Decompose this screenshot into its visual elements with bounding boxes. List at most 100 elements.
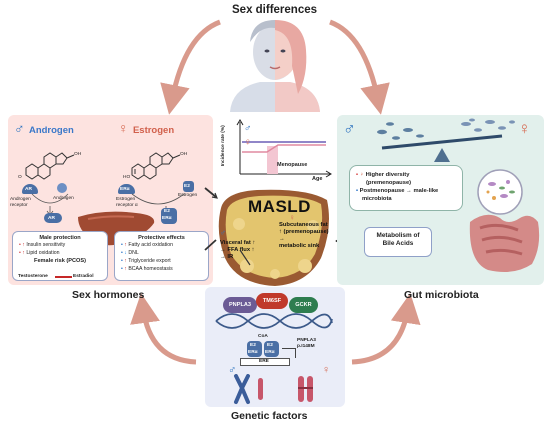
arrow-top-left — [160, 19, 221, 115]
masld-female-line: ↑ (premenopause) — [279, 229, 329, 235]
male-symbol: ♂ — [14, 120, 25, 136]
bile-acids-line2: Bile Acids — [382, 240, 414, 247]
male-protection-title: Male protection — [39, 235, 81, 241]
bile-acids-line1: Metabolism of — [376, 232, 420, 239]
androgen-title: Androgen — [28, 125, 74, 136]
intestine-illustration — [469, 169, 540, 272]
protective-effect-text: Fatty acid oxidation — [128, 242, 174, 248]
pnpla3-gene-badge: PNPLA3 — [223, 297, 257, 313]
title-gut-microbiota: Gut microbiota — [404, 289, 479, 301]
protective-effects-title: Protective effects — [138, 235, 185, 241]
masld-male-line: → IR — [220, 254, 234, 260]
up-arrow-icon: ↑ — [22, 242, 25, 248]
estrogen-receptor-line1: Estrogen — [116, 197, 136, 202]
coa-label: CoA — [258, 334, 268, 339]
bullet-icon: • — [121, 250, 123, 256]
ere-label: ERE — [259, 359, 269, 364]
bullet-icon: • — [19, 242, 21, 248]
female-symbol-chart: ♀ — [244, 137, 252, 148]
female-symbol-diversity: ♀ — [359, 172, 365, 178]
pcos-title: Female risk (PCOS) — [34, 258, 86, 264]
estrogen-ho-label: HO — [123, 175, 131, 180]
female-symbol-genetic: ♀ — [322, 364, 331, 376]
male-symbol-gut: ♂ — [343, 119, 356, 138]
bullet-icon: • — [356, 172, 359, 178]
protective-effect-text: BCAA homeostasis — [128, 266, 173, 272]
masld-liver-graphic — [218, 189, 329, 286]
er-alpha-complex-label: ERα — [162, 216, 172, 221]
masld-title: MASLD — [248, 197, 311, 216]
title-sex-differences: Sex differences — [232, 4, 318, 16]
masld-male-block: ♂ Visceral fat ↑ → FFA flux ↑ → IR — [220, 222, 255, 261]
microbiota-text: microbiota — [362, 196, 392, 202]
er-alpha-label: ERα — [120, 187, 130, 192]
e2-label-left: E2 — [250, 343, 256, 348]
male-protection-item-text: Lipid oxidation — [26, 250, 60, 256]
male-protection-box: Male protection • ↑ Insulin sensitivity … — [12, 231, 108, 281]
variant-bracket — [282, 348, 296, 358]
seesaw-microbes-illustration — [377, 118, 515, 162]
androgen-receptor-line2: receptor — [10, 203, 28, 208]
up-arrow-icon: ↑ — [22, 250, 25, 256]
male-symbol-chart: ♂ — [244, 123, 252, 134]
ar-complex-label: AR — [48, 216, 55, 221]
male-protection-item: • ↑ Insulin sensitivity — [13, 241, 107, 249]
er-alpha-label-left: ERα — [248, 350, 258, 355]
androgen-oh-label: OH — [74, 152, 82, 157]
ar-label: AR — [25, 187, 32, 192]
premenopause-text: (premenopause) — [366, 180, 412, 186]
title-sex-hormones: Sex hormones — [72, 289, 145, 301]
estrogen-receptor-line2: receptor α — [116, 203, 138, 208]
arrow-top-right — [329, 19, 390, 115]
e2-era-complex-right — [264, 341, 279, 357]
faces-illustration — [230, 20, 320, 112]
up-arrow-icon: ↑ — [124, 266, 127, 272]
female-symbol-masld: ♀ — [289, 213, 295, 222]
masld-female-line: Subcutaneous fat — [279, 222, 328, 228]
male-protection-item: • ↑ Lipid oxidation — [13, 249, 107, 257]
postmenopause-text: Postmenopause → male-like — [359, 188, 439, 194]
conversion-arrow-icon — [55, 276, 72, 278]
androgen-o-label: O — [18, 175, 22, 180]
up-arrow-icon: ↑ — [124, 258, 127, 264]
higher-diversity-text: Higher diversity — [365, 172, 410, 178]
androgen-receptor-icon — [22, 184, 38, 194]
e2-complex-icon — [161, 208, 177, 224]
male-symbol-masld: ♂ — [220, 228, 226, 237]
e2-label: E2 — [184, 184, 190, 189]
androgen-header: ♂ Androgen — [14, 120, 74, 138]
protective-effect-item: • ↓ DNL — [115, 249, 208, 257]
estrogen-title: Estrogen — [132, 125, 175, 136]
female-symbol: ♀ — [118, 120, 129, 136]
protective-effect-item: • ↑ Triglyceride export — [115, 257, 208, 265]
up-arrow-icon: ↑ — [124, 242, 127, 248]
chromosomes-illustration — [234, 374, 313, 404]
masld-female-line: metabolic sink — [279, 243, 320, 249]
androgen-receptor-line1: Androgen — [10, 197, 31, 202]
e2-label-right: E2 — [267, 343, 273, 348]
estrogen-oh-label: OH — [180, 152, 188, 157]
protective-effect-text: Triglyceride export — [128, 258, 171, 264]
masld-female-line: → — [279, 236, 285, 242]
gckr-gene-badge: GCKR — [289, 297, 318, 313]
incidence-chart — [236, 119, 332, 178]
bile-acids-box: Metabolism of Bile Acids — [364, 227, 432, 257]
e2-era-complex-left — [247, 341, 262, 357]
masld-female-block: ♀ Subcutaneous fat ↑ (premenopause) → me… — [279, 213, 329, 250]
estrogen-header: ♀ Estrogen — [118, 120, 174, 138]
bullet-icon: • — [121, 242, 123, 248]
er-alpha-receptor-icon — [118, 184, 135, 194]
bullet-icon: • — [19, 250, 21, 256]
androgen-molecule-icon — [57, 183, 67, 193]
e2-complex-label: E2 — [164, 209, 170, 214]
bullet-icon: • — [356, 188, 359, 194]
male-protection-item-text: Insulin sensitivity — [26, 242, 66, 248]
pnpla3-variant-line1: PNPLA3 — [297, 338, 316, 343]
pnpla3-variant-line2: p.I148M — [297, 344, 315, 349]
bullet-icon: • — [121, 266, 123, 272]
ere-dna-bar — [240, 358, 290, 366]
female-incidence-line — [242, 144, 326, 153]
estradiol-label: Estradiol — [73, 274, 94, 279]
protective-effect-text: DNL — [128, 250, 139, 256]
